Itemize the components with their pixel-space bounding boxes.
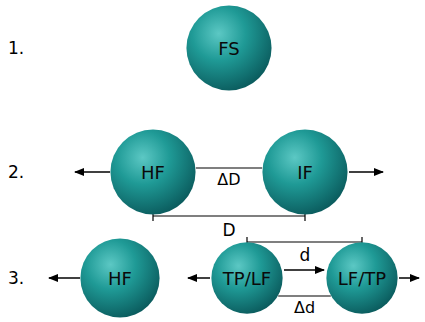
particle-circle: HF [80,238,160,318]
dimension-lines [153,211,362,247]
particle-circle: IF [262,129,348,215]
motion-arrow [399,277,419,279]
dimension-label: d [300,246,311,265]
motion-arrow [75,171,110,173]
motion-arrow [188,277,210,279]
gap-label: ΔD [216,171,241,189]
motion-arrow [49,277,80,279]
particle-circle: HF [110,129,196,215]
particle-label: LF/TP [338,268,386,289]
step-number: 1. [8,39,24,58]
step-number: 3. [8,269,24,288]
particle-label: HF [108,268,132,289]
particle-label: IF [297,162,313,183]
motion-arrow [284,269,324,271]
particle-circle: LF/TP [326,242,398,314]
particle-circle: TP/LF [211,242,283,314]
particle-label: TP/LF [223,268,271,289]
gap-label: Δd [293,299,316,317]
motion-arrow [349,171,383,173]
dimension-label: D [222,221,235,240]
gap-line [196,167,262,168]
particle-circle: FS [186,5,272,91]
step-number: 2. [8,163,24,182]
particle-label: HF [141,162,165,183]
particle-label: FS [218,38,239,59]
gap-line [278,295,331,296]
